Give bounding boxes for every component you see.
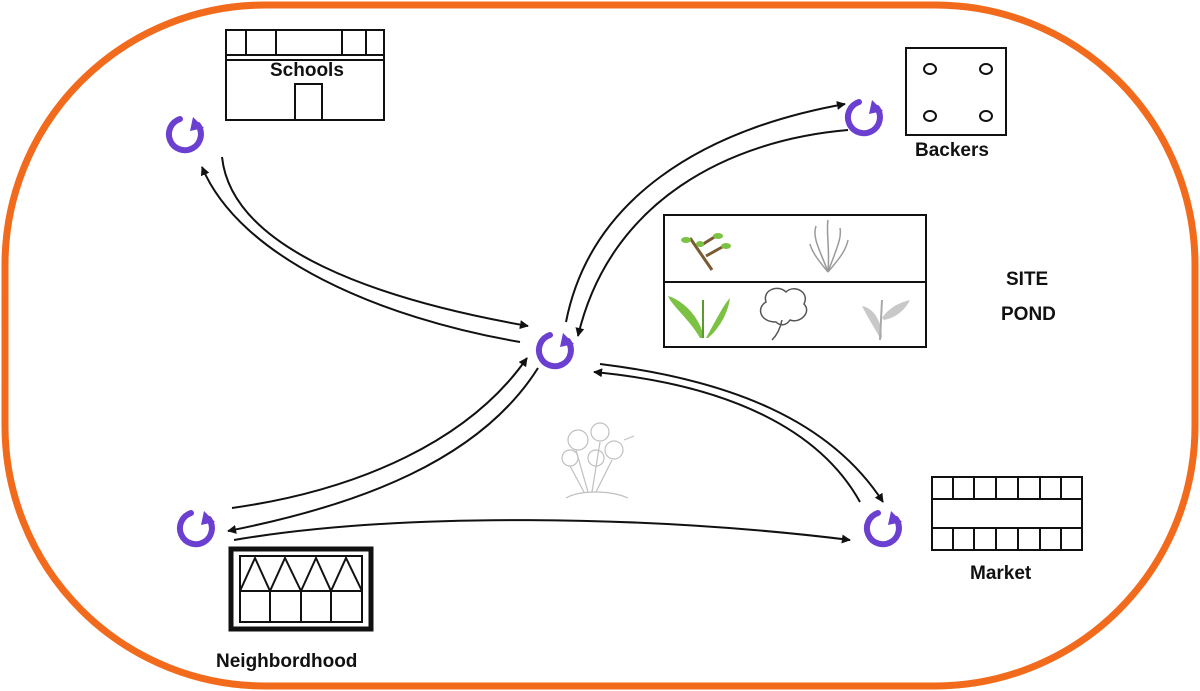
- gray-seedling-icon: [862, 299, 910, 341]
- gray-bush-icon: [809, 219, 849, 273]
- market-label: Market: [970, 563, 1032, 584]
- cycle-icon-neighborhood: [180, 511, 215, 544]
- arrow-center-to-market: [599, 363, 884, 503]
- tree-outline-icon: [759, 287, 808, 341]
- arrow-neighborhood-to-center: [231, 357, 528, 509]
- cycle-icon-market: [867, 511, 902, 544]
- plant-panel-icon: [663, 214, 927, 348]
- backers-dice-icon: [905, 47, 1007, 136]
- market-stalls-icon: [931, 476, 1083, 551]
- arrow-center-to-schools: [200, 166, 521, 343]
- arrow-center-to-neighborhood: [227, 367, 539, 534]
- cycle-icon-center: [539, 333, 574, 366]
- arrow-neighborhood-to-market: [233, 519, 851, 544]
- school-building-icon: [225, 29, 385, 121]
- connection-arrows: [200, 101, 884, 544]
- flower-sketch-icon: [561, 422, 635, 499]
- backers-label: Backers: [915, 140, 989, 161]
- arrow-schools-to-center: [221, 156, 529, 330]
- arrow-market-to-center: [593, 368, 861, 503]
- schools-label: Schools: [270, 60, 344, 81]
- cycle-icon-backers: [848, 100, 883, 133]
- arrow-backers-to-center: [575, 129, 849, 337]
- pond-label: POND: [1001, 304, 1056, 325]
- neighborhood-label: Neighbordhood: [216, 651, 357, 672]
- site-label: SITE: [1006, 269, 1048, 290]
- cycle-icon-schools: [169, 117, 204, 150]
- arrow-center-to-backers: [565, 101, 846, 323]
- neighborhood-houses-icon: [228, 546, 374, 632]
- green-leaves-icon: [668, 296, 730, 338]
